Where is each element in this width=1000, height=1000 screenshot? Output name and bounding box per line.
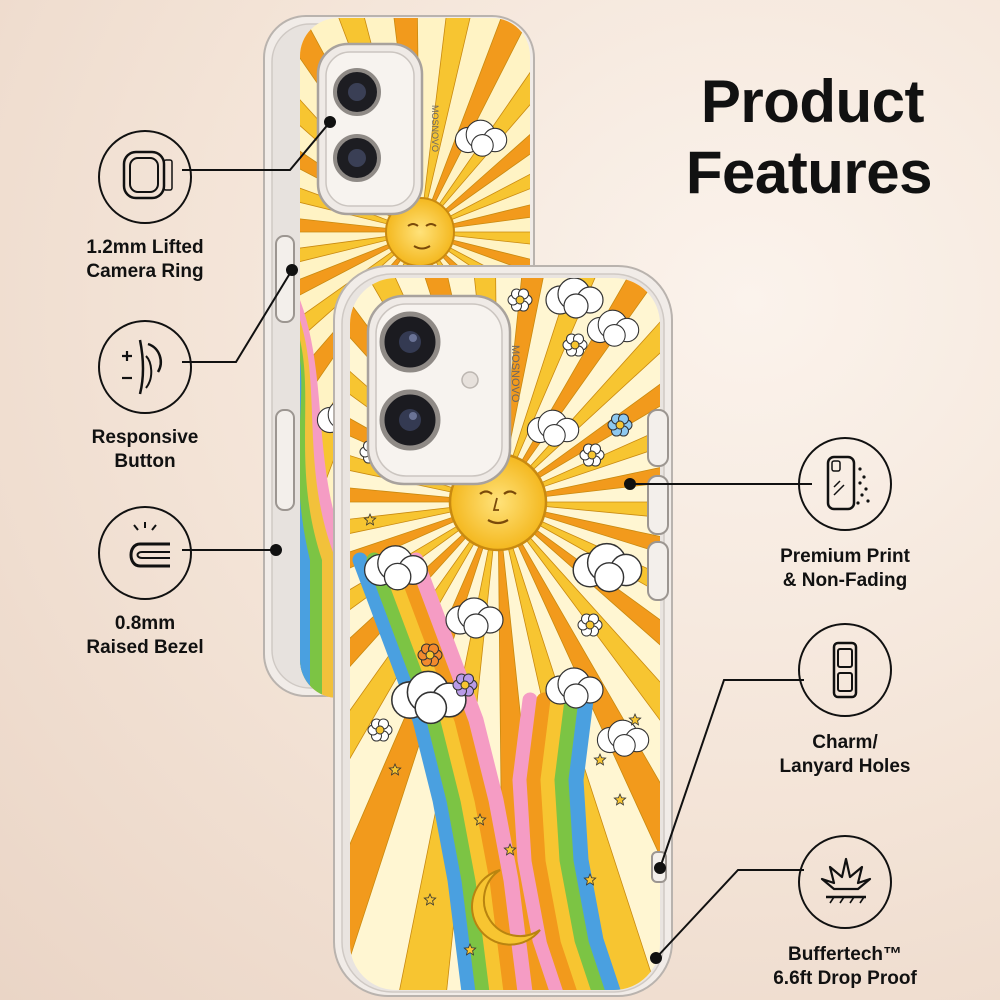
feature-premium-print-line2: & Non-Fading — [782, 570, 908, 591]
feature-premium-print: Premium Print & Non-Fading — [735, 437, 955, 593]
feature-camera-ring: 1.2mm Lifted Camera Ring — [35, 130, 255, 284]
page-title-line-1: Product — [700, 68, 925, 135]
bezel-icon — [98, 506, 192, 600]
feature-responsive-button-line2: Button — [114, 451, 176, 472]
feature-raised-bezel-line2: Raised Bezel — [86, 637, 204, 658]
page-title-line-2: Features — [685, 139, 933, 206]
feature-lanyard-holes-line1: Charm/ — [812, 732, 878, 753]
callout-lines — [182, 116, 812, 964]
feature-raised-bezel: 0.8mm Raised Bezel — [35, 506, 255, 660]
feature-camera-ring-line2: Camera Ring — [86, 261, 204, 282]
feature-drop-proof: Buffertech™ 6.6ft Drop Proof — [735, 835, 955, 991]
feature-responsive-button: Responsive Button — [35, 320, 255, 474]
feature-premium-print-line1: Premium Print — [780, 546, 910, 567]
feature-camera-ring-line1: 1.2mm Lifted — [86, 237, 204, 258]
feature-responsive-button-line1: Responsive — [91, 427, 199, 448]
feature-drop-proof-line1: Buffertech™ — [787, 944, 902, 965]
front-brand-text: MOSNOVO — [509, 345, 521, 403]
back-brand-text: MOSNOVO — [430, 105, 440, 152]
feature-lanyard-holes: Charm/ Lanyard Holes — [735, 623, 955, 779]
feature-raised-bezel-line1: 0.8mm — [114, 613, 176, 634]
impact-icon — [798, 835, 892, 929]
feature-drop-proof-line2: 6.6ft Drop Proof — [773, 968, 917, 989]
phone-print-icon — [798, 437, 892, 531]
camera-ring-icon — [98, 130, 192, 224]
feature-lanyard-holes-line2: Lanyard Holes — [779, 756, 911, 777]
button-press-icon — [98, 320, 192, 414]
lanyard-holes-icon — [798, 623, 892, 717]
